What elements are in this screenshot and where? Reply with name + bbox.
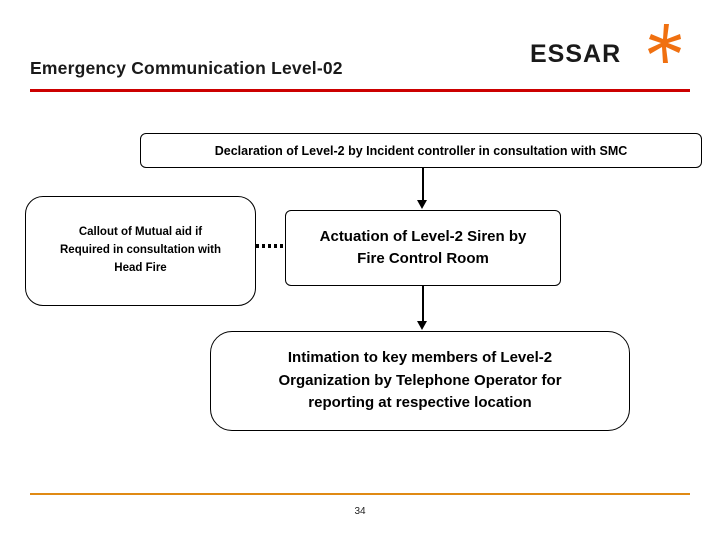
footer-divider: [30, 493, 690, 495]
flow-node-declaration: Declaration of Level-2 by Incident contr…: [140, 133, 702, 168]
flow-node-declaration-label: Declaration of Level-2 by Incident contr…: [214, 143, 628, 158]
connector-line: [422, 168, 424, 202]
connector-mutual-aid-to-siren: [256, 244, 286, 248]
intimation-line-2: Organization by Telephone Operator for: [278, 371, 562, 389]
essar-star-mark-icon: [638, 22, 684, 68]
essar-logo: ESSAR: [530, 22, 690, 74]
mutual-aid-line-3: Head Fire: [114, 261, 167, 274]
arrowhead-icon: [417, 321, 427, 330]
siren-line-2: Fire Control Room: [357, 250, 489, 267]
mutual-aid-line-2: Required in consultation with: [60, 244, 221, 257]
mutual-aid-line-1: Callout of Mutual aid if: [78, 226, 203, 239]
logo-wordmark: ESSAR: [530, 40, 622, 68]
flow-node-siren: Actuation of Level-2 Siren by Fire Contr…: [285, 210, 561, 286]
flow-node-mutual-aid-label: Callout of Mutual aid if Required in con…: [26, 224, 255, 277]
arrowhead-icon: [417, 200, 427, 209]
title-divider: [30, 89, 690, 92]
flow-node-intimation-label: Intimation to key members of Level-2 Org…: [211, 347, 629, 415]
page-title: Emergency Communication Level-02: [30, 58, 343, 78]
siren-line-1: Actuation of Level-2 Siren by: [319, 228, 527, 246]
intimation-line-3: reporting at respective location: [308, 394, 532, 412]
page-number: 34: [354, 506, 366, 517]
flow-node-intimation: Intimation to key members of Level-2 Org…: [210, 331, 630, 431]
flow-node-siren-label: Actuation of Level-2 Siren by Fire Contr…: [286, 226, 560, 270]
connector-line: [422, 286, 424, 323]
intimation-line-1: Intimation to key members of Level-2: [287, 349, 553, 367]
flow-node-mutual-aid: Callout of Mutual aid if Required in con…: [25, 196, 256, 306]
